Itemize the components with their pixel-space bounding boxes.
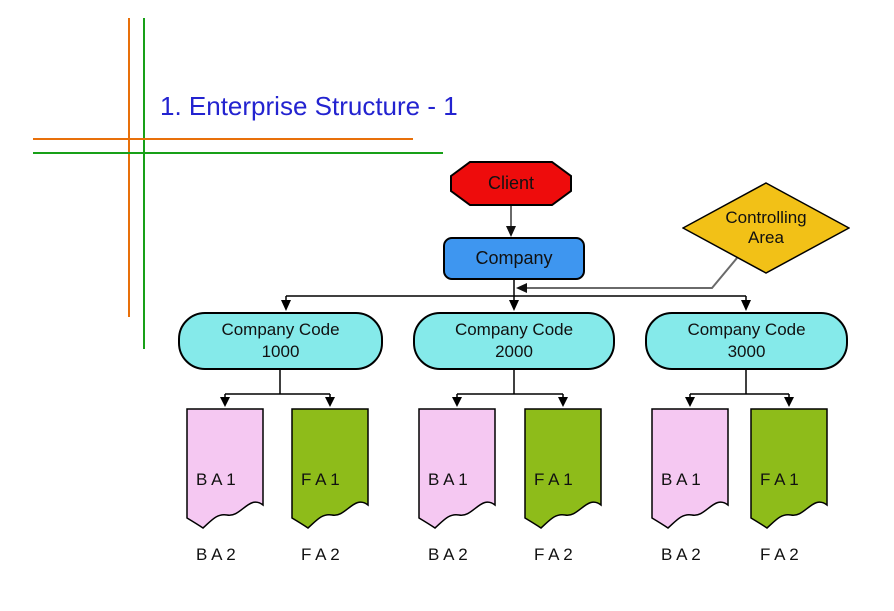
company-code-3000-node: Company Code 3000 bbox=[645, 312, 848, 370]
document-shape bbox=[750, 408, 828, 529]
business-area-doc-1: B A 1 B A 2 B A 3 bbox=[186, 408, 264, 564]
functional-area-doc-2: F A 1 F A 2 F A 3 bbox=[524, 408, 602, 564]
decor-line-horizontal-green bbox=[33, 152, 443, 154]
page-title: 1. Enterprise Structure - 1 bbox=[160, 91, 458, 121]
controlling-area-label: Controlling Area bbox=[725, 208, 807, 247]
business-area-list: B A 1 B A 2 B A 3 bbox=[196, 470, 236, 564]
decor-line-vertical-green bbox=[143, 18, 145, 349]
diamond-shape bbox=[682, 182, 850, 274]
octagon-shape bbox=[450, 161, 572, 206]
client-node: Client bbox=[450, 161, 572, 206]
business-area-doc-2: B A 1 B A 2 B A 3 bbox=[418, 408, 496, 564]
functional-area-doc-3: F A 1 F A 2 F A 3 bbox=[750, 408, 828, 564]
company-code-title: Company Code bbox=[687, 320, 806, 339]
business-area-doc-3: B A 1 B A 2 B A 3 bbox=[651, 408, 729, 564]
company-code-2000-node: Company Code 2000 bbox=[413, 312, 615, 370]
company-code-title: Company Code bbox=[454, 320, 574, 339]
company-code-title: Company Code bbox=[221, 320, 340, 339]
company-code-number: 2000 bbox=[495, 342, 533, 361]
document-shape bbox=[651, 408, 729, 529]
functional-area-list: F A 1 F A 2 F A 3 bbox=[760, 470, 799, 564]
business-area-list: B A 1 B A 2 B A 3 bbox=[428, 470, 468, 564]
document-shape bbox=[418, 408, 496, 529]
company-code-number: 1000 bbox=[261, 342, 300, 361]
functional-area-list: F A 1 F A 2 F A 3 bbox=[301, 470, 340, 564]
decor-line-horizontal-orange bbox=[33, 138, 413, 140]
company-node: Company bbox=[443, 237, 585, 280]
decor-line-vertical-orange bbox=[128, 18, 130, 317]
document-shape bbox=[291, 408, 369, 529]
document-shape bbox=[524, 408, 602, 529]
controlling-area-node: Controlling Area bbox=[682, 182, 850, 274]
client-label: Client bbox=[487, 173, 535, 193]
functional-area-doc-1: F A 1 F A 2 F A 3 bbox=[291, 408, 369, 564]
business-area-list: B A 1 B A 2 B A 3 bbox=[661, 470, 701, 564]
company-label: Company bbox=[475, 248, 553, 268]
company-code-1000-node: Company Code 1000 bbox=[178, 312, 383, 370]
company-code-number: 3000 bbox=[727, 342, 766, 361]
document-shape bbox=[186, 408, 264, 529]
functional-area-list: F A 1 F A 2 F A 3 bbox=[534, 470, 573, 564]
